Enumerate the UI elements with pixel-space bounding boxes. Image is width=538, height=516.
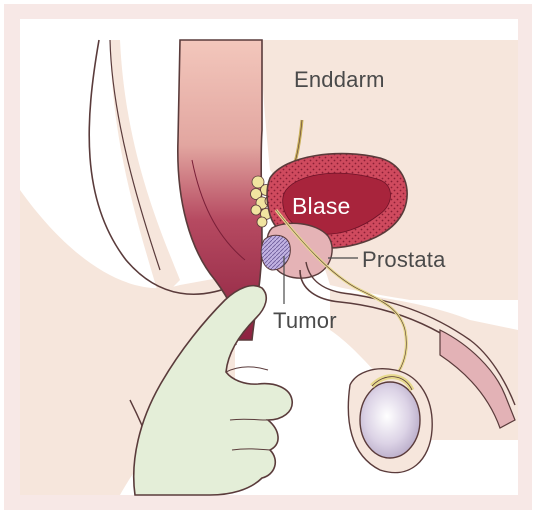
label-enddarm: Enddarm <box>294 67 385 93</box>
pelvis-skin <box>110 40 180 300</box>
label-prostata: Prostata <box>362 247 446 273</box>
label-blase: Blase <box>292 193 351 220</box>
label-tumor: Tumor <box>273 308 337 334</box>
testis <box>360 382 420 458</box>
